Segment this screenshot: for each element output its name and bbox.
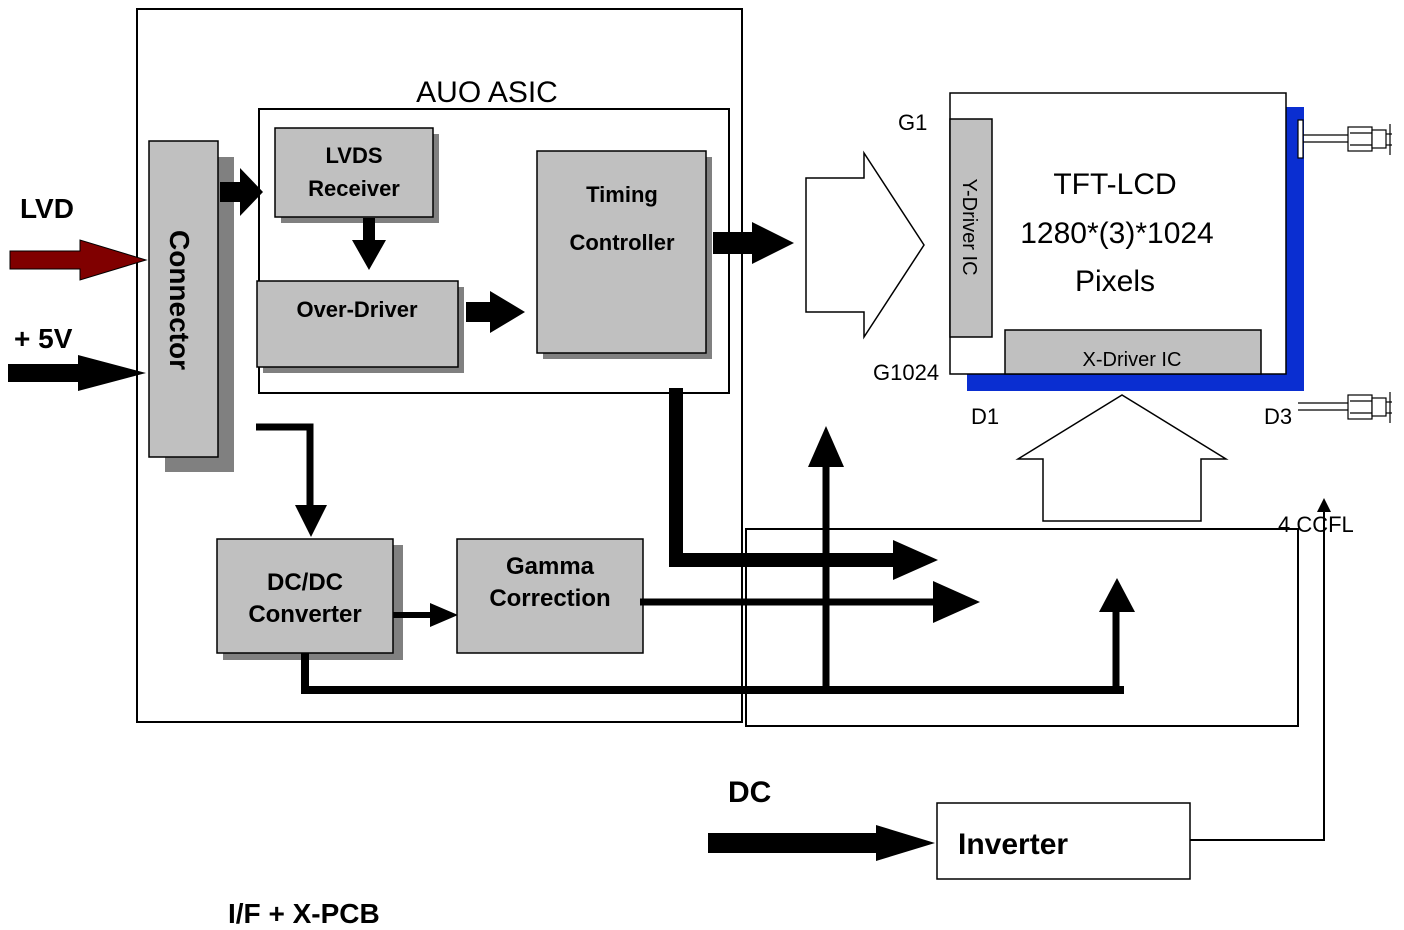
power-input-label: + 5V xyxy=(14,323,73,354)
connector-label: Connector xyxy=(164,230,195,370)
panel-title: TFT-LCD xyxy=(1053,168,1176,201)
gamma-box xyxy=(456,538,644,654)
dcdc-line1: DC/DC xyxy=(267,569,343,596)
over-driver-box xyxy=(256,280,459,368)
inverter-box xyxy=(936,802,1191,880)
source-bus-hollow-arrow xyxy=(1015,394,1229,522)
inverter-to-ccfl-arrowhead xyxy=(1317,498,1331,512)
lvds-receiver-box xyxy=(274,127,434,218)
connector-box xyxy=(148,140,219,458)
backlight-frame-bottom xyxy=(967,374,1304,391)
timing-control-line xyxy=(669,388,895,567)
timing-control-arrowhead xyxy=(893,540,938,580)
backlight-frame-right xyxy=(1286,107,1304,391)
dc-input-label: DC xyxy=(728,776,771,809)
dc-input-arrow xyxy=(708,825,935,861)
timing-controller-box xyxy=(536,150,707,354)
dcdc-line2: Converter xyxy=(248,601,361,628)
over-driver-label: Over-Driver xyxy=(296,297,418,322)
panel-resolution: 1280*(3)*1024 xyxy=(1020,217,1214,250)
connector-to-receiver-arrow xyxy=(220,168,263,216)
dcdc-to-gamma-arrow xyxy=(393,603,458,627)
y-driver-box xyxy=(949,118,993,338)
inverter-to-ccfl-line xyxy=(1190,510,1325,841)
ccfl-lamp-top-icon xyxy=(1297,119,1392,159)
dcdc-box xyxy=(216,538,394,654)
g1024-label: G1024 xyxy=(873,360,939,385)
gamma-output-arrowhead xyxy=(933,581,980,623)
panel-pixels: Pixels xyxy=(1075,265,1155,298)
receiver-to-overdriver-arrow xyxy=(352,218,386,270)
lvds-receiver-line1: LVDS xyxy=(325,143,382,168)
gate-bus-hollow-arrow xyxy=(805,150,925,340)
overdriver-to-timing-arrow xyxy=(466,291,525,333)
board-caption: I/F + X-PCB xyxy=(228,898,380,929)
g1-label: G1 xyxy=(898,110,927,135)
lvds-input-arrow xyxy=(9,239,148,281)
gamma-line1: Gamma xyxy=(506,553,595,580)
d1-label: D1 xyxy=(971,404,999,429)
dcdc-to-xdriver-arrowhead xyxy=(1099,578,1135,612)
d3-label: D3 xyxy=(1264,404,1292,429)
timing-controller-line1: Timing xyxy=(586,182,658,207)
x-pcb-outline xyxy=(745,528,1299,727)
dcdc-to-ydriver-arrowhead xyxy=(808,426,844,467)
timing-to-panel-arrow xyxy=(713,222,794,264)
power-input-arrow xyxy=(8,355,146,391)
timing-controller-line2: Controller xyxy=(569,230,675,255)
lvds-input-label: LVD xyxy=(20,193,74,224)
x-driver-box xyxy=(1004,329,1262,375)
power-feed-arrowhead xyxy=(295,505,327,537)
asic-title: AUO ASIC xyxy=(416,76,558,109)
lvds-receiver-line2: Receiver xyxy=(308,176,400,201)
y-driver-label: Y-Driver IC xyxy=(958,178,980,275)
ccfl-label: 4 CCFL xyxy=(1278,512,1354,537)
power-feed-line xyxy=(256,423,314,507)
dcdc-power-bus xyxy=(301,653,1124,694)
x-driver-label: X-Driver IC xyxy=(1083,349,1182,371)
tft-panel xyxy=(949,92,1287,375)
interface-pcb-outline xyxy=(136,8,743,723)
gamma-line2: Correction xyxy=(489,585,610,612)
ccfl-lamp-bottom-icon xyxy=(1298,392,1392,423)
inverter-label: Inverter xyxy=(958,828,1068,861)
